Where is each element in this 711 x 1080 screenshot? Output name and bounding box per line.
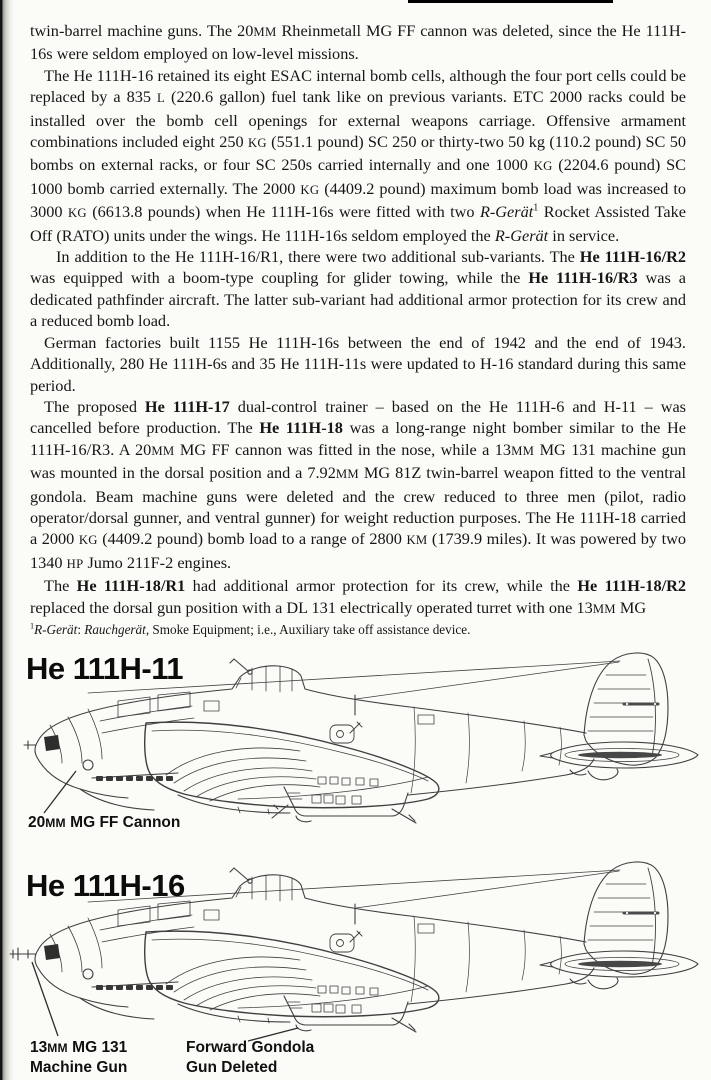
scan-gutter-edge: [0, 0, 14, 1080]
paragraph: twin-barrel machine guns. The 20MM Rhein…: [30, 21, 686, 64]
callout-line-nose-mg: [31, 961, 59, 1037]
paragraph: German factories built 1155 He 111H-16s …: [30, 332, 686, 395]
figure-title: He 111H-16: [26, 868, 185, 903]
aircraft-drawing-he111h16: [9, 860, 700, 1042]
paragraph: The He 111H-16 retained its eight ESAC i…: [30, 65, 686, 245]
figure-label-line: 13MM MG 131: [30, 1039, 128, 1056]
figure-label-line: Gun Deleted: [186, 1059, 278, 1076]
figure-label: 20MM MG FF Cannon: [28, 813, 180, 833]
callout-line-nose-cannon: [43, 770, 77, 814]
gondola-gun: [271, 804, 289, 819]
figure-he111h11: He 111H-11 20MM MG FF Cannon: [0, 643, 711, 848]
figure-label: 13MM MG 131 Machine Gun: [30, 1038, 127, 1078]
scan-artifact-strip: [408, 0, 613, 3]
nose-mg-barrel: [9, 947, 37, 961]
figure-he111h16: He 111H-16 13MM MG 131 Machine Gun Forwa…: [0, 848, 711, 1080]
callout-line-gondola: [247, 1027, 299, 1042]
body-text: twin-barrel machine guns. The 20MM Rhein…: [30, 20, 686, 618]
aircraft-drawing-he111h11: [22, 651, 700, 825]
paragraph: In addition to the He 111H-16/R1, there …: [30, 247, 686, 331]
paragraph: The He 111H-18/R1 had additional armor p…: [30, 576, 686, 617]
footnote: 1R-Gerät: Rauchgerät, Smoke Equipment; i…: [30, 621, 471, 637]
figure-label-line: 20MM MG FF Cannon: [28, 814, 181, 831]
figure-label-line: Forward Gondola: [186, 1039, 315, 1056]
figure-label: Forward Gondola Gun Deleted: [186, 1038, 314, 1078]
paragraph: The proposed He 111H-17 dual-control tra…: [30, 396, 686, 572]
figure-title: He 111H-11: [26, 651, 184, 686]
figure-label-line: Machine Gun: [30, 1059, 128, 1076]
